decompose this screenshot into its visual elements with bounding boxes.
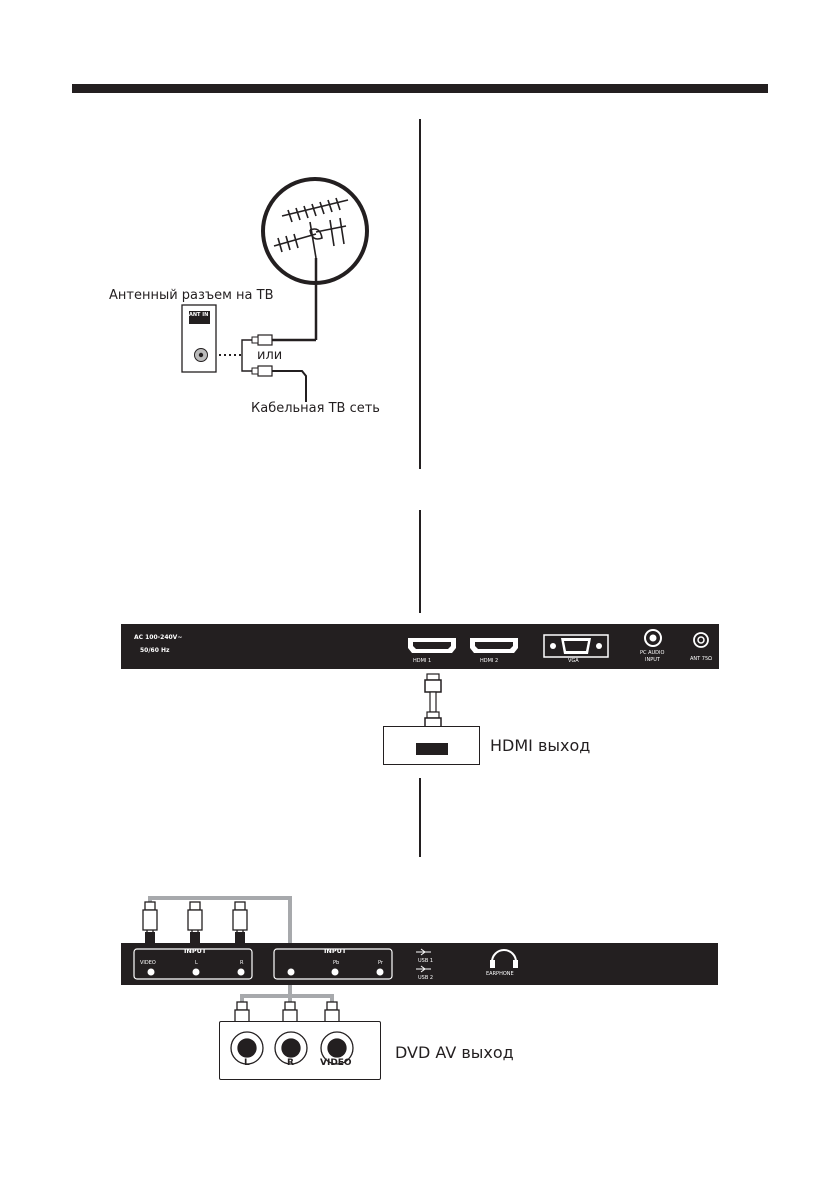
dvd-r-label: R — [287, 1058, 294, 1068]
pb-input-label: Pb — [333, 960, 340, 966]
header-rule — [72, 84, 768, 93]
hdmi1-label: HDMI 1 — [413, 658, 432, 664]
usb2-label: USB 2 — [418, 975, 434, 981]
hdmi2-label: HDMI 2 — [480, 658, 499, 664]
antenna-icon — [273, 197, 349, 259]
dvd-l-label: L — [244, 1058, 250, 1068]
r-input-label: R — [240, 960, 244, 966]
dvd-video-label: VIDEO — [320, 1058, 352, 1068]
pc-audio-port — [644, 629, 662, 647]
ant-in-badge: ANT IN — [189, 312, 209, 318]
hdmi-output-label: HDMI выход — [490, 736, 591, 755]
antenna-diagram — [181, 177, 369, 402]
usb-icon — [416, 948, 431, 973]
dvd-av-output-label: DVD AV выход — [395, 1043, 514, 1062]
coax-plug-upper — [251, 334, 273, 346]
tv-back-panel-av — [121, 943, 718, 985]
hdmi1-port — [408, 638, 456, 653]
vga-port — [543, 634, 609, 658]
rca-plugs-top — [142, 901, 248, 942]
power-spec-line1: AC 100-240V~ — [134, 634, 183, 641]
usb1-label: USB 1 — [418, 958, 434, 964]
earphone-icon — [491, 949, 517, 963]
pc-audio-label-1: PC AUDIO — [640, 650, 665, 656]
av-panel-ports — [133, 948, 518, 980]
or-label: или — [257, 348, 283, 363]
vga-label: VGA — [568, 658, 579, 664]
av-cable-lines — [142, 896, 340, 1031]
ant-port — [693, 632, 709, 648]
column-divider-3 — [419, 778, 421, 857]
power-spec-line2: 50/60 Hz — [140, 647, 170, 654]
ant-label: ANT 75Ω — [690, 656, 712, 662]
hdmi-source-device — [383, 726, 480, 765]
column-divider-2 — [419, 510, 421, 613]
dvd-av-jacks — [230, 1031, 354, 1065]
input-label-1: INPUT — [184, 947, 207, 955]
column-divider-1 — [419, 119, 421, 469]
hdmi-output-port — [416, 743, 448, 755]
earphone-label: EARPHONE — [486, 971, 514, 977]
input-label-2: INPUT — [324, 947, 347, 955]
coax-plug-lower — [251, 365, 273, 377]
l-input-label: L — [195, 960, 198, 966]
cable-tv-label: Кабельная ТВ сеть — [251, 401, 380, 416]
hdmi-panel-ports — [408, 629, 709, 658]
pr-input-label: Pr — [378, 960, 383, 966]
hdmi2-port — [470, 638, 518, 653]
pc-audio-label-2: INPUT — [645, 657, 660, 663]
video-input-label: VIDEO — [140, 960, 156, 966]
ant-socket-label: Антенный разъем на ТВ — [109, 288, 274, 303]
